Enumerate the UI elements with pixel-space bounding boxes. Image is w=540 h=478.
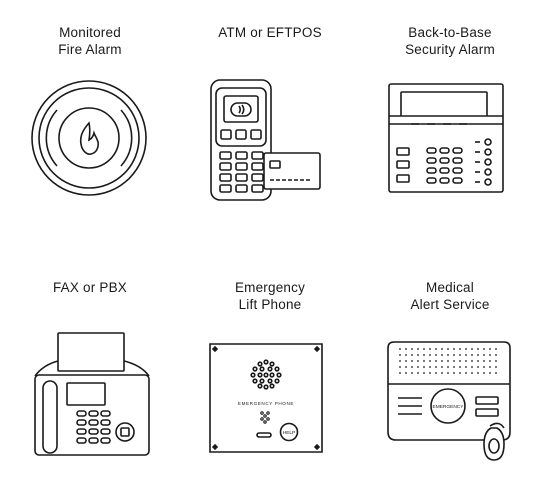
lift-phone-panel-text: EMERGENCY PHONE <box>238 401 294 406</box>
device-medical-alert: Medical Alert Service <box>360 279 540 313</box>
device-atm-eftpos: ATM or EFTPOS <box>180 24 360 41</box>
device-fax-pbx: FAX or PBX <box>0 279 180 296</box>
medical-emergency-button: EMERGENCY <box>433 404 465 410</box>
fax-machine-icon <box>33 331 151 457</box>
device-fire-alarm: Monitored Fire Alarm <box>0 24 180 58</box>
device-lift-phone: Emergency Lift Phone <box>180 279 360 313</box>
lift-phone-icon: EMERGENCY PHONE HELP <box>209 343 323 453</box>
caption-fax-pbx: FAX or PBX <box>52 280 128 295</box>
caption-lift-phone: Emergency Lift Phone <box>234 280 306 312</box>
device-security-alarm: Back-to-Base Security Alarm <box>360 24 540 58</box>
caption-atm-eftpos: ATM or EFTPOS <box>218 25 322 40</box>
medical-alert-icon: EMERGENCY <box>386 340 516 464</box>
caption-medical-alert: Medical Alert Service <box>410 280 490 312</box>
lift-phone-help-button: HELP <box>283 430 296 436</box>
caption-fire-alarm: Monitored Fire Alarm <box>58 25 122 57</box>
security-keypad-icon <box>387 82 507 194</box>
fire-alarm-icon <box>29 78 149 198</box>
caption-security-alarm: Back-to-Base Security Alarm <box>405 25 495 57</box>
payment-terminal-icon <box>208 78 324 202</box>
